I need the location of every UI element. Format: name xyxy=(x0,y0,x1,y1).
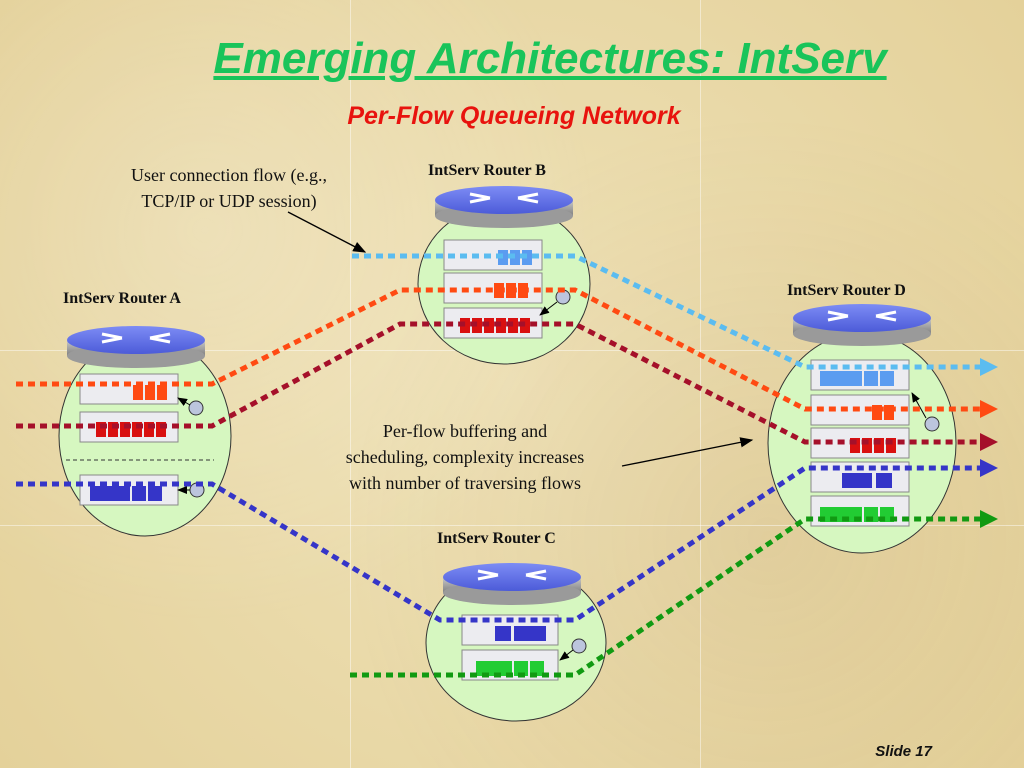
router-a-label: IntServ Router A xyxy=(63,290,181,307)
router-d-icon xyxy=(793,304,931,346)
router-c-label: IntServ Router C xyxy=(437,530,556,547)
router-c-icon xyxy=(443,563,581,605)
user-flow-annotation: User connection flow (e.g., TCP/IP or UD… xyxy=(84,162,374,214)
flow-light-blue-arrowhead xyxy=(980,358,998,376)
user-flow-pointer xyxy=(287,211,367,253)
buffering-line-2: scheduling, complexity increases xyxy=(345,447,585,467)
user-flow-line-1: User connection flow (e.g., xyxy=(131,165,327,185)
buffering-line-1: Per-flow buffering and xyxy=(382,421,548,441)
flow-green xyxy=(350,516,980,678)
flow-green-arrowhead xyxy=(980,510,998,528)
flow-dark-red-arrowhead xyxy=(980,433,998,451)
flow-dark-red xyxy=(16,321,980,445)
user-flow-line-2: TCP/IP or UDP session) xyxy=(141,191,317,211)
flow-light-blue xyxy=(352,253,980,370)
flow-blue-arrowhead xyxy=(980,459,998,477)
slide-number: Slide 17 xyxy=(875,743,932,760)
flow-orange xyxy=(16,287,980,412)
buffering-line-3: with number of traversing flows xyxy=(349,473,581,493)
router-d-label: IntServ Router D xyxy=(787,282,906,299)
buffering-pointer xyxy=(621,437,754,467)
slide-title: Emerging Architectures: IntServ xyxy=(213,34,887,83)
router-b-icon xyxy=(435,186,573,228)
router-a-icon xyxy=(67,326,205,368)
flow-orange-arrowhead xyxy=(980,400,998,418)
flow-blue xyxy=(16,465,980,623)
router-b-label: IntServ Router B xyxy=(428,162,546,179)
slide-subtitle: Per-Flow Queueing Network xyxy=(347,102,681,130)
buffering-annotation: Per-flow buffering and scheduling, compl… xyxy=(305,418,625,496)
